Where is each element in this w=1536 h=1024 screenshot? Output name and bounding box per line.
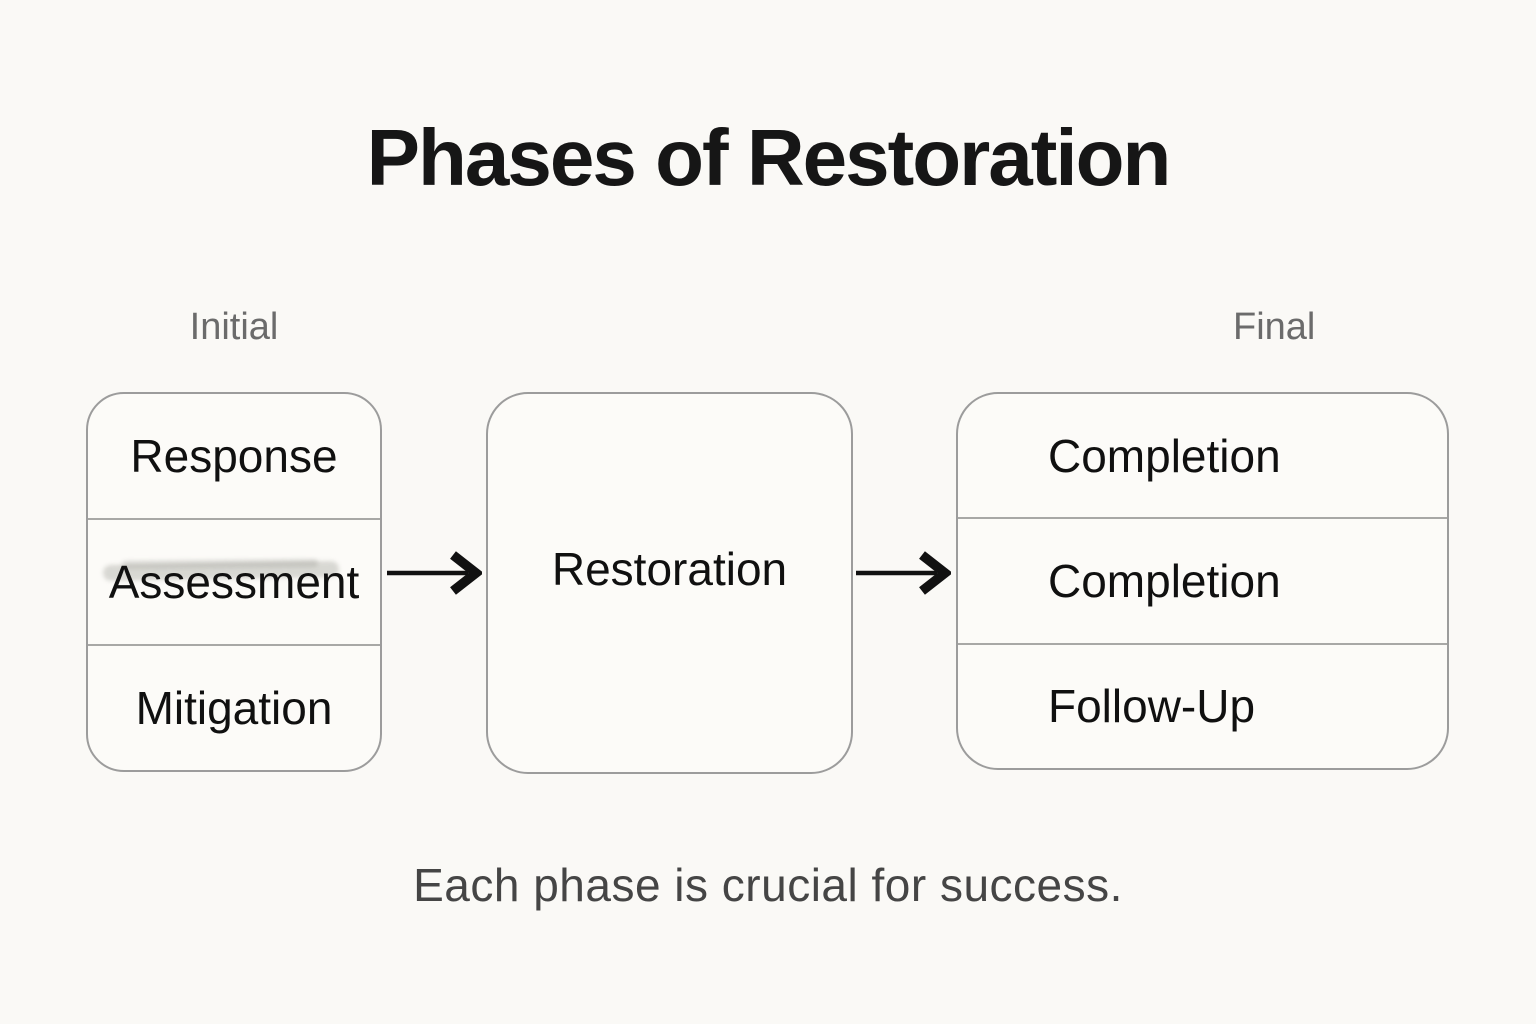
phase-item-assessment: Assessment [88,518,380,644]
phase-item-label: Assessment [108,556,360,608]
arrow-right-icon [856,551,951,595]
phase-item-label: Mitigation [135,682,333,734]
final-group-label: Final [1233,306,1316,348]
phase-item-label: Completion [1048,554,1281,607]
phase-item-label: Follow-Up [1048,680,1256,733]
page-title: Phases of Restoration [366,113,1172,202]
caption-text: Each phase is crucial for success. [413,859,1123,911]
restoration-label: Restoration [551,543,788,595]
arrow-right-icon [387,551,482,595]
phase-item-follow-up: Follow-Up [958,642,1447,768]
phase-item-completion-1: Completion [958,394,1447,517]
restoration-box: Restoration [486,392,853,774]
phase-item-label: Completion [1048,429,1281,482]
phase-item-mitigation: Mitigation [88,644,380,770]
phase-item-completion-2: Completion [958,517,1447,642]
phase-item-response: Response [88,394,380,518]
initial-group-label: Initial [189,306,279,348]
phase-item-label: Response [130,430,338,482]
initial-phase-box: Response Assessment Mitigation [86,392,382,772]
final-phase-box: Completion Completion Follow-Up [956,392,1449,770]
